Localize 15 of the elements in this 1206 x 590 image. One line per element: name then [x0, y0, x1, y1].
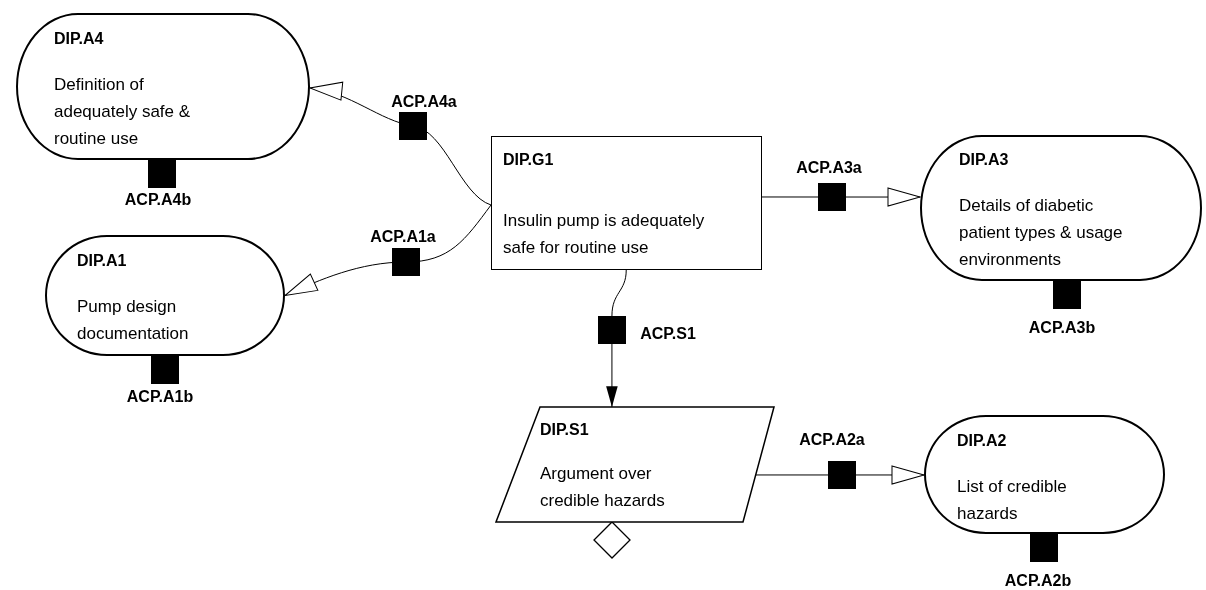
node-text: List of credible hazards	[957, 476, 1068, 525]
connector-arrow	[284, 204, 492, 296]
node-id: DIP.A1	[77, 251, 127, 271]
node-text: Pump design documentation	[77, 296, 190, 345]
node-id: DIP.A3	[959, 150, 1009, 170]
node-id: DIP.A4	[54, 29, 104, 49]
goal-box	[491, 136, 762, 270]
node-text: Definition of adequately safe & routine use	[54, 74, 192, 150]
strategy-parallelogram	[496, 407, 774, 522]
node-text: Insulin pump is adequately safe for routine use	[503, 210, 706, 259]
node-text: Argument over credible hazards	[540, 463, 666, 512]
node-id: DIP.A2	[957, 431, 1007, 451]
node-id: DIP.G1	[503, 150, 554, 170]
node-text: Details of diabetic patient types & usage environments	[959, 195, 1124, 271]
node-id: DIP.S1	[540, 420, 589, 440]
